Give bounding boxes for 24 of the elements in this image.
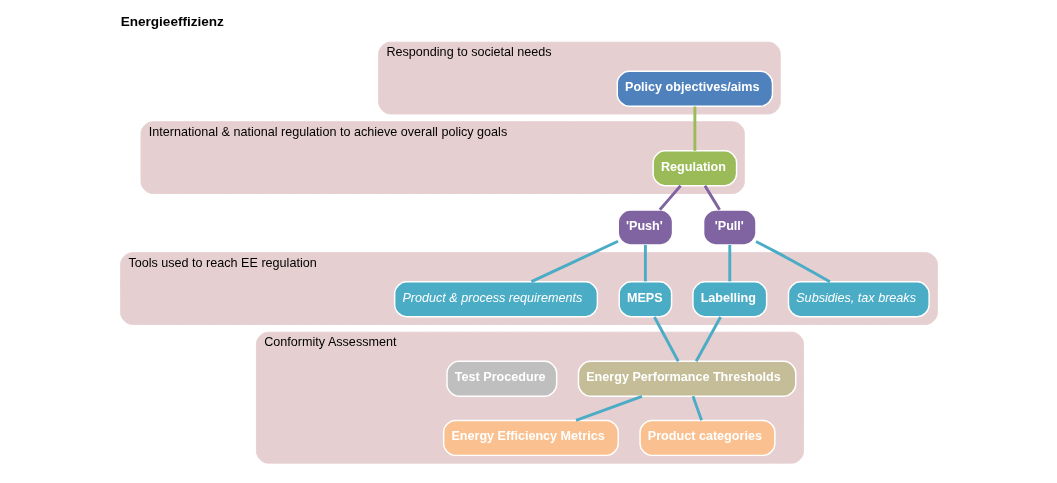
diagram-title: Energieeffizienz bbox=[120, 13, 224, 29]
connector bbox=[703, 185, 721, 211]
node-box: Energy Performance Thresholds bbox=[577, 360, 796, 397]
connector bbox=[652, 316, 679, 362]
node-box: Subsidies, tax breaks bbox=[787, 281, 930, 318]
node-box: Labelling bbox=[691, 281, 767, 318]
connector bbox=[727, 244, 731, 282]
connector bbox=[754, 240, 831, 283]
connector bbox=[658, 184, 682, 211]
connector bbox=[643, 244, 647, 282]
node-box: Product categories bbox=[638, 419, 776, 457]
connector bbox=[692, 106, 696, 151]
node-box: Regulation bbox=[651, 150, 737, 187]
node-box: Test Procedure bbox=[445, 360, 557, 397]
node-box: Product & process requirements bbox=[393, 281, 598, 318]
node-box: Energy Efficiency Metrics bbox=[442, 419, 619, 457]
connector bbox=[691, 395, 703, 421]
node-box: 'Pull' bbox=[702, 209, 757, 246]
node-box: Policy objectives/aims bbox=[616, 70, 773, 107]
connector bbox=[530, 239, 619, 283]
connector bbox=[694, 316, 722, 362]
connector bbox=[575, 394, 642, 422]
node-box: 'Push' bbox=[617, 209, 673, 246]
node-box: MEPS bbox=[618, 281, 672, 318]
